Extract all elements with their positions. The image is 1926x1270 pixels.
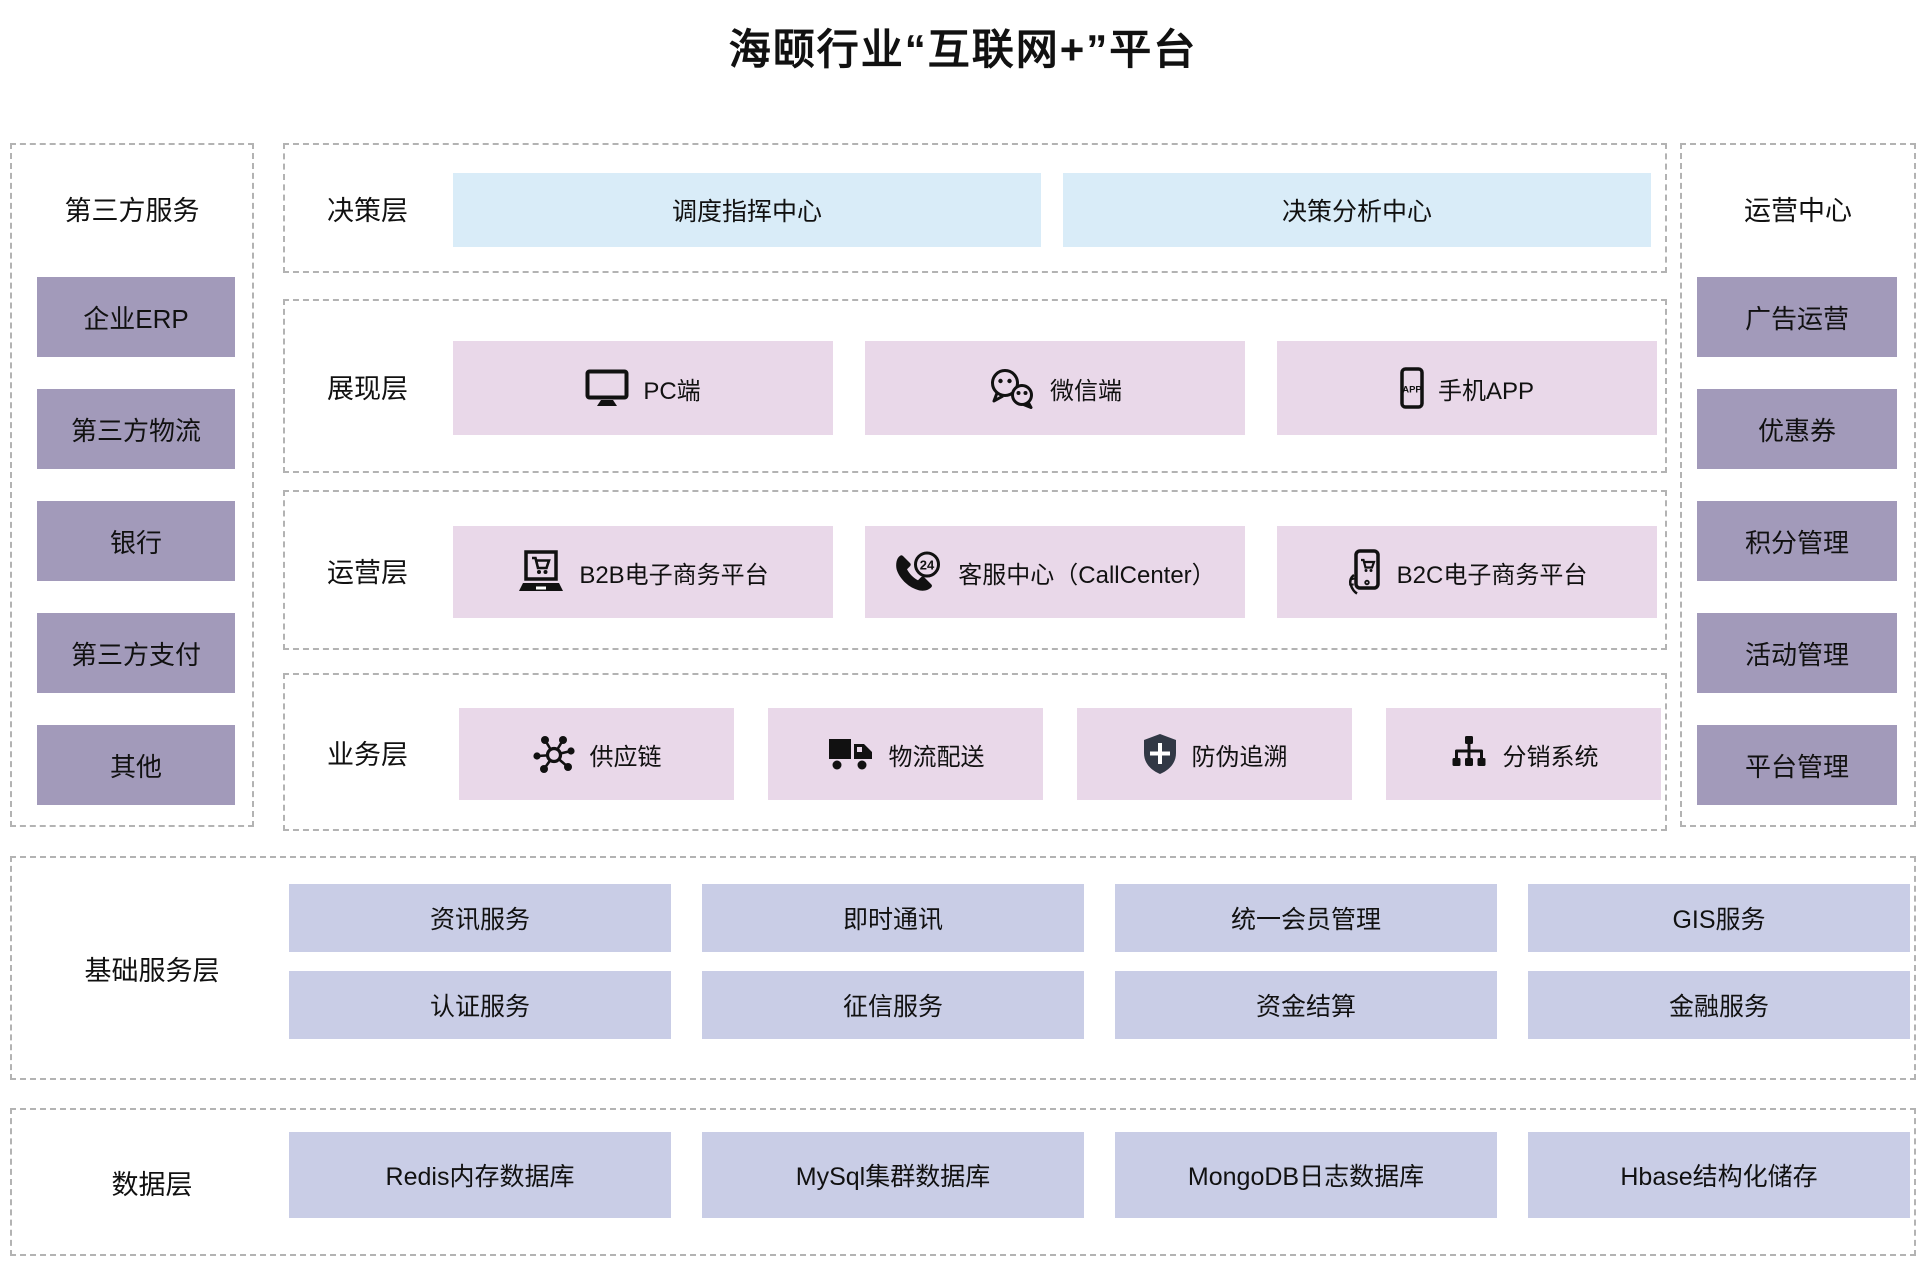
third-party-item: 第三方物流 xyxy=(37,389,235,469)
b2c-ecommerce-icon xyxy=(1348,549,1380,595)
wechat-client-box: 微信端 xyxy=(865,341,1245,435)
base-service-box: 统一会员管理 xyxy=(1115,884,1497,952)
anti-counterfeit-box: 防伪追溯 xyxy=(1077,708,1352,800)
business-layer-label: 业务层 xyxy=(327,739,408,770)
mobile-app-icon: APP xyxy=(1400,367,1424,409)
anti-counterfeit-shield-icon xyxy=(1143,734,1176,774)
b2c-platform-box: B2C电子商务平台 xyxy=(1277,526,1657,618)
presentation-layer-label: 展现层 xyxy=(327,373,408,404)
logistics-truck-icon xyxy=(828,739,872,770)
operation-layer-label: 运营层 xyxy=(327,557,408,588)
pc-client-label: PC端 xyxy=(643,377,701,405)
data-store-box: MongoDB日志数据库 xyxy=(1115,1132,1497,1218)
b2b-platform-box: B2B电子商务平台 xyxy=(453,526,833,618)
callcenter-box: 24 客服中心（CallCenter） xyxy=(865,526,1245,618)
base-service-box: 即时通讯 xyxy=(702,884,1084,952)
dispatch-command-center-box: 调度指挥中心 xyxy=(453,173,1041,247)
third-party-item: 其他 xyxy=(37,725,235,805)
base-service-box: 认证服务 xyxy=(289,971,671,1039)
data-store-box: Redis内存数据库 xyxy=(289,1132,671,1218)
svg-text:24: 24 xyxy=(920,558,935,573)
supply-chain-box: 供应链 xyxy=(459,708,734,800)
third-party-item: 第三方支付 xyxy=(37,613,235,693)
anti-counterfeit-label: 防伪追溯 xyxy=(1191,743,1288,771)
b2b-ecommerce-icon xyxy=(519,550,564,591)
data-store-box: Hbase结构化储存 xyxy=(1528,1132,1910,1218)
pc-client-box: PC端 xyxy=(453,341,833,435)
third-party-panel: 第三方服务 企业ERP 第三方物流 银行 第三方支付 其他 xyxy=(10,143,254,827)
b2c-platform-label: B2C电子商务平台 xyxy=(1396,561,1588,589)
base-services-label: 基础服务层 xyxy=(84,955,220,986)
callcenter-24h-icon: 24 xyxy=(896,551,941,591)
pc-icon xyxy=(585,369,629,406)
data-layer-panel: 数据层 Redis内存数据库 MySql集群数据库 MongoDB日志数据库 H… xyxy=(10,1108,1916,1256)
operation-center-item: 优惠券 xyxy=(1697,389,1897,469)
operation-center-header: 运营中心 xyxy=(1744,196,1852,226)
operation-center-item: 平台管理 xyxy=(1697,725,1897,805)
logistics-label: 物流配送 xyxy=(888,743,985,771)
svg-text:APP: APP xyxy=(1402,385,1422,396)
operation-center-item: 积分管理 xyxy=(1697,501,1897,581)
business-layer-panel: 业务层 供应链 xyxy=(283,673,1667,831)
operation-center-item: 活动管理 xyxy=(1697,613,1897,693)
decision-layer-label: 决策层 xyxy=(327,195,408,226)
mobile-app-box: APP 手机APP xyxy=(1277,341,1657,435)
distribution-box: 分销系统 xyxy=(1386,708,1661,800)
distribution-system-icon xyxy=(1452,736,1485,766)
mobile-app-label: 手机APP xyxy=(1437,377,1535,405)
wechat-icon xyxy=(991,368,1033,409)
data-store-box: MySql集群数据库 xyxy=(702,1132,1084,1218)
third-party-item: 企业ERP xyxy=(37,277,235,357)
base-service-box: 征信服务 xyxy=(702,971,1084,1039)
operation-center-panel: 运营中心 广告运营 优惠券 积分管理 活动管理 平台管理 xyxy=(1680,143,1916,827)
supply-chain-label: 供应链 xyxy=(589,743,662,771)
base-service-box: 金融服务 xyxy=(1528,971,1910,1039)
operation-layer-panel: 运营层 B2B电子商务平台 24 客服中心（CallCenter） xyxy=(283,490,1667,650)
third-party-item: 银行 xyxy=(37,501,235,581)
page-title: 海颐行业“互联网+”平台 xyxy=(728,26,1198,73)
data-layer-label: 数据层 xyxy=(111,1169,193,1200)
base-service-box: 资金结算 xyxy=(1115,971,1497,1039)
third-party-header: 第三方服务 xyxy=(64,196,200,226)
distribution-label: 分销系统 xyxy=(1502,743,1599,771)
decision-analysis-center-box: 决策分析中心 xyxy=(1063,173,1651,247)
operation-center-item: 广告运营 xyxy=(1697,277,1897,357)
b2b-platform-label: B2B电子商务平台 xyxy=(579,561,769,589)
callcenter-label: 客服中心（CallCenter） xyxy=(958,561,1216,589)
base-services-panel: 基础服务层 资讯服务 即时通讯 统一会员管理 GIS服务 认证服务 征信服务 资… xyxy=(10,856,1916,1080)
base-service-box: GIS服务 xyxy=(1528,884,1910,952)
base-service-box: 资讯服务 xyxy=(289,884,671,952)
supply-chain-icon xyxy=(532,736,575,773)
logistics-box: 物流配送 xyxy=(768,708,1043,800)
wechat-client-label: 微信端 xyxy=(1050,377,1122,405)
decision-layer-panel: 决策层 调度指挥中心 决策分析中心 xyxy=(283,143,1667,273)
presentation-layer-panel: 展现层 PC端 微信端 APP xyxy=(283,299,1667,473)
